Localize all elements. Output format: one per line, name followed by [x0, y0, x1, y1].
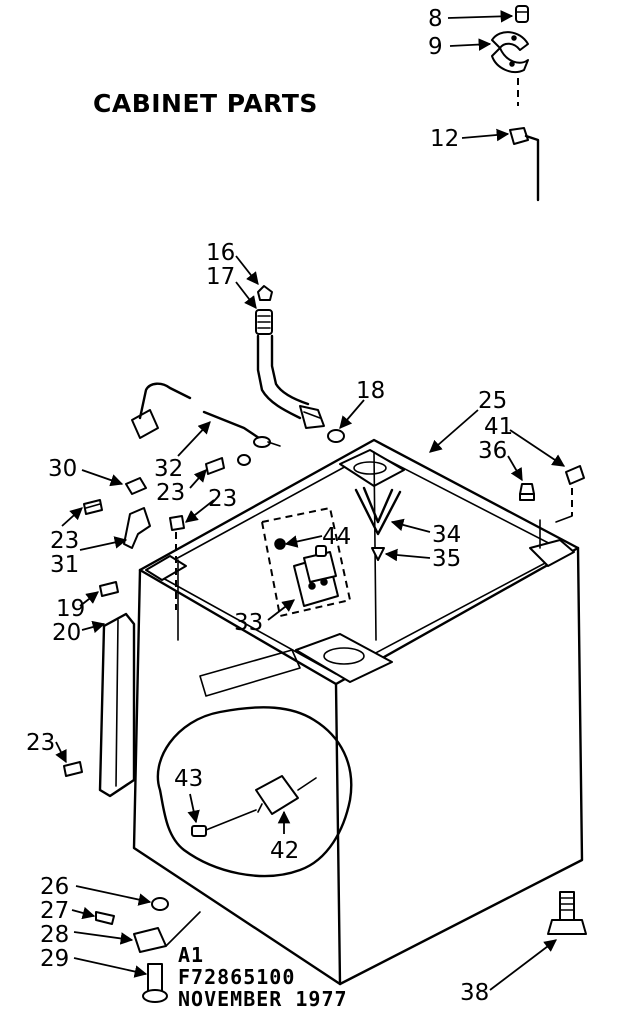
callout-42: 42: [270, 838, 299, 864]
callout-17: 17: [206, 264, 235, 290]
cutaway-window: [156, 706, 353, 878]
part-35-cap: [371, 547, 385, 561]
callout-9: 9: [428, 34, 443, 60]
part-32-cord: [131, 382, 281, 448]
callout-26: 26: [40, 874, 69, 900]
callout-34: 34: [432, 522, 461, 548]
callout-32: 32: [154, 456, 183, 482]
cabinet-body: [132, 438, 584, 986]
part-16-17-hose-assembly: [255, 285, 325, 429]
callout-38: 38: [460, 980, 489, 1006]
footer-line-2: F72865100: [178, 965, 295, 989]
footer-line-1: A1: [178, 943, 204, 967]
callout-27: 27: [40, 898, 69, 924]
part-36-bushing: [519, 483, 535, 501]
callout-29: 29: [40, 946, 69, 972]
part-31-latch: [123, 507, 151, 549]
callout-41: 41: [484, 414, 513, 440]
callout-25: 25: [478, 388, 507, 414]
part-9-bracket: [491, 31, 529, 74]
callout-43: 43: [174, 766, 203, 792]
footer-block: A1 F72865100 NOVEMBER 1977: [178, 943, 348, 1011]
part-23-screw-c: [169, 515, 185, 610]
callout-23-top: 23: [156, 480, 185, 506]
part-19-screw: [99, 581, 119, 597]
callout-33: 33: [234, 610, 263, 636]
callout-28: 28: [40, 922, 69, 948]
leader-lines: [55, 10, 566, 991]
callout-23-lower: 23: [26, 730, 55, 756]
callout-12: 12: [430, 126, 459, 152]
part-18-nut: [327, 429, 345, 443]
callout-31: 31: [50, 552, 79, 578]
callout-8: 8: [428, 6, 443, 32]
callout-35: 35: [432, 546, 461, 572]
callout-19: 19: [56, 596, 85, 622]
part-41-clip: [555, 465, 585, 523]
callout-23-mid: 23: [208, 486, 237, 512]
part-38-leveling-leg: [547, 891, 587, 935]
callout-16: 16: [206, 240, 235, 266]
callout-36: 36: [478, 438, 507, 464]
part-29-leg: [142, 963, 168, 1003]
part-34-spring: [354, 486, 402, 536]
callout-23-left: 23: [50, 528, 79, 554]
part-30-washer: [125, 477, 147, 495]
part-23-screw-d: [63, 761, 83, 777]
part-44-screw: [274, 538, 286, 550]
footer-line-3: NOVEMBER 1977: [178, 987, 348, 1011]
callout-labels: 8 9 12 16 17 18 25 41 36 30 32 23 23 23 …: [26, 6, 513, 1006]
callout-30: 30: [48, 456, 77, 482]
part-8-plug: [515, 5, 529, 23]
part-28-block: [133, 911, 201, 953]
diagram-title: CABINET PARTS: [93, 89, 318, 118]
part-42-motor-switch: [255, 775, 317, 815]
callout-44: 44: [322, 524, 351, 550]
part-20-panel: [98, 612, 136, 798]
part-23-screw-b: [205, 457, 225, 475]
part-23-screw-a: [83, 499, 103, 515]
callout-18: 18: [356, 378, 385, 404]
part-27-pin: [95, 911, 115, 925]
part-43-screw: [191, 809, 257, 837]
callout-20: 20: [52, 620, 81, 646]
part-12-clip: [509, 127, 540, 202]
part-33-switch: [260, 506, 352, 618]
part-26-washer: [151, 897, 169, 911]
